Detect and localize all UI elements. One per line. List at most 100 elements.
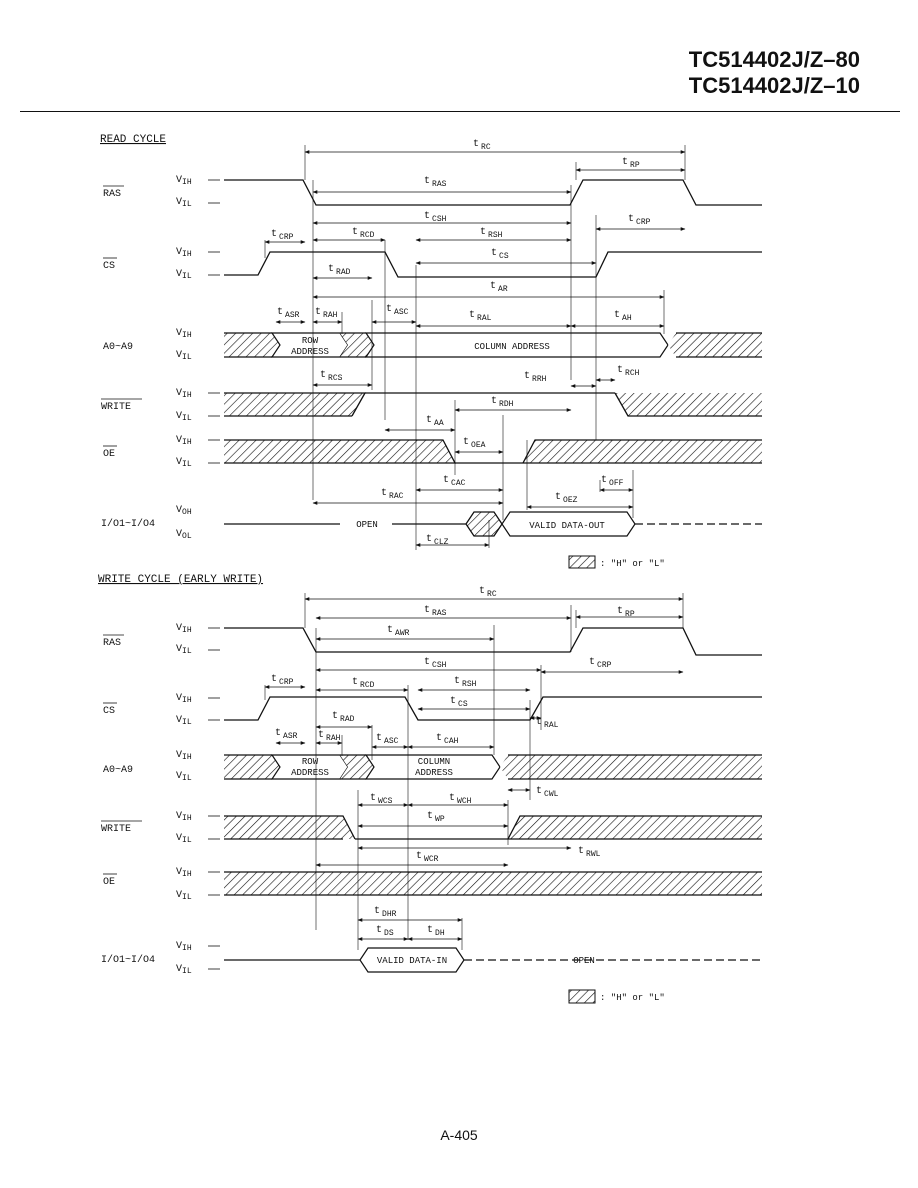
svg-text:VIH: VIH — [176, 811, 192, 823]
svg-text:VIH: VIH — [176, 388, 192, 400]
write-ras-label: RAS — [103, 638, 121, 649]
svg-text:VIL: VIL — [176, 771, 192, 783]
write-dimension-arrows — [264, 597, 684, 941]
part-number-80: TC514402J/Z–80 — [688, 47, 860, 72]
write-io-label: I/O1~I/O4 — [101, 954, 155, 966]
header-rule — [20, 111, 900, 112]
write-open-text: OPEN — [573, 956, 595, 966]
svg-text:VIH: VIH — [176, 328, 192, 340]
read-column-address-text: COLUMN ADDRESS — [474, 342, 550, 352]
write-io-wave — [224, 947, 762, 973]
read-row-address-text1: ROW — [302, 336, 319, 346]
write-column-address-text2: ADDRESS — [415, 768, 453, 778]
read-ras-label: RAS — [103, 189, 121, 200]
write-row-address-text1: ROW — [302, 757, 319, 767]
svg-text:VIH: VIH — [176, 867, 192, 879]
read-address-bus — [224, 332, 762, 358]
write-ras-wave — [224, 627, 762, 656]
svg-text:VIH: VIH — [176, 175, 192, 187]
svg-text:VIL: VIL — [176, 644, 192, 656]
write-cycle-title: WRITE CYCLE (EARLY WRITE) — [98, 574, 263, 586]
svg-text:VIL: VIL — [176, 269, 192, 281]
read-write-label: WRITE — [101, 402, 131, 413]
write-oe-wave — [224, 871, 762, 896]
svg-text:VIH: VIH — [176, 435, 192, 447]
write-write-wave — [224, 815, 762, 840]
read-oe-wave — [224, 439, 762, 464]
svg-text:VIH: VIH — [176, 750, 192, 762]
read-open-text: OPEN — [356, 520, 378, 530]
write-cs-wave — [224, 696, 762, 721]
read-write-wave — [224, 392, 762, 417]
read-addr-label: A0~A9 — [103, 342, 133, 353]
read-valid-data-out-text: VALID DATA-OUT — [529, 521, 605, 531]
svg-text:VIL: VIL — [176, 411, 192, 423]
svg-text:VIL: VIL — [176, 833, 192, 845]
write-addr-label: A0~A9 — [103, 765, 133, 776]
read-legend-hatch — [568, 555, 596, 569]
svg-text:VIL: VIL — [176, 964, 192, 976]
write-legend-text: : "H" or "L" — [600, 993, 665, 1003]
read-io-label: I/O1~I/O4 — [101, 518, 155, 530]
svg-text:VIH: VIH — [176, 623, 192, 635]
write-row-address-text2: ADDRESS — [291, 768, 329, 778]
read-oe-label: OE — [103, 449, 115, 460]
read-legend-text: : "H" or "L" — [600, 559, 665, 569]
write-write-label: WRITE — [101, 824, 131, 835]
svg-text:VOL: VOL — [176, 529, 192, 541]
read-io-wave — [224, 511, 762, 537]
read-level-labels: VIH VIL VIH VIL VIH VIL VIH VIL VIH VIL … — [176, 175, 220, 541]
svg-text:VIL: VIL — [176, 890, 192, 902]
page-number: A-405 — [440, 1127, 478, 1143]
svg-text:VIH: VIH — [176, 247, 192, 259]
svg-text:VIH: VIH — [176, 941, 192, 953]
read-cs-wave — [224, 251, 762, 278]
svg-text:VIH: VIH — [176, 693, 192, 705]
svg-text:VIL: VIL — [176, 197, 192, 209]
write-column-address-text1: COLUMN — [418, 757, 450, 767]
read-row-address-text2: ADDRESS — [291, 347, 329, 357]
